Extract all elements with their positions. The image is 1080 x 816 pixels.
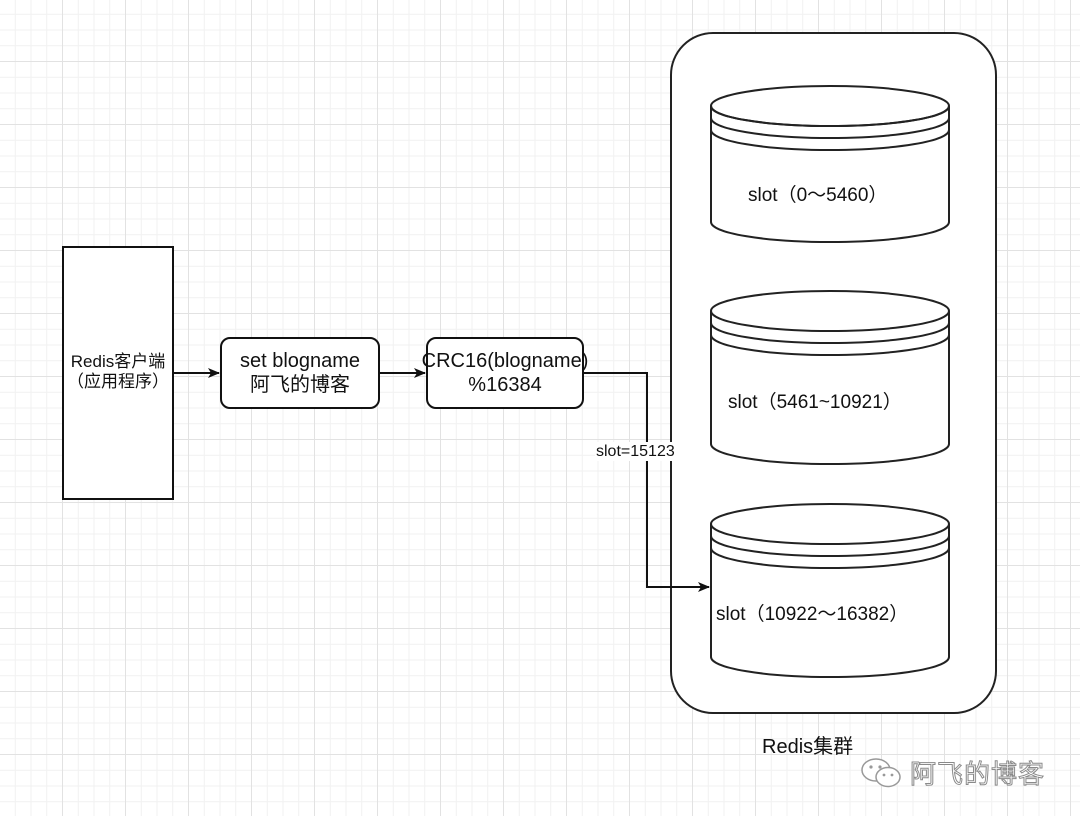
redis-client-label: Redis客户端 （应用程序） [62,352,174,393]
slot-node-1 [710,85,950,243]
slot-node-3-label: slot（10922～16382） [716,604,909,625]
slot-node-1-label: slot（0～5460） [748,185,888,206]
crc16-line2: %16384 [468,374,542,396]
set-command-label: set blogname 阿飞的博客 [220,349,380,397]
crc16-line1: CRC16(blogname) [421,350,589,372]
set-command-box [220,337,380,409]
redis-cluster-label: Redis集群 [762,736,854,758]
slot-node-3 [710,503,950,678]
wechat-icon [861,757,901,787]
watermark: 阿飞的博客 [860,754,1045,791]
set-command-line1: set blogname [239,350,361,372]
redis-client-line1: Redis客户端 [70,352,166,371]
crc16-box [426,337,584,409]
slot-node-2 [710,290,950,465]
slot-edge-label: slot=15123 [595,442,676,462]
set-command-line2: 阿飞的博客 [250,374,350,396]
redis-client-box [62,246,174,500]
crc16-label: CRC16(blogname) %16384 [405,349,605,397]
watermark-text: 阿飞的博客 [909,760,1046,791]
redis-client-line2: （应用程序） [67,372,169,392]
edge-crc-to-slot3 [584,372,710,592]
slot-node-2-label: slot（5461~10921） [728,392,902,413]
